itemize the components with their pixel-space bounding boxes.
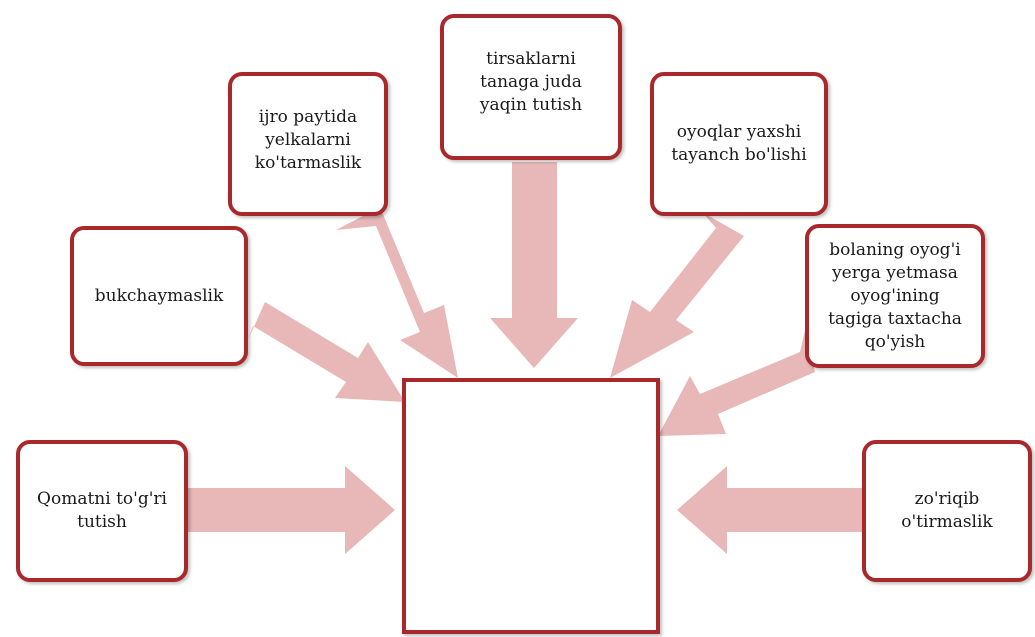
box-oyoq-text: oyoqlar yaxshi tayanch bo'lishi <box>671 122 807 165</box>
box-bukchay: bukchaymaslik <box>70 226 248 366</box>
box-bukchay-text: bukchaymaslik <box>94 285 224 306</box>
arrow-from-tirsak <box>490 162 578 368</box>
arrow-from-qomat <box>188 466 395 554</box>
arrow-from-yelka <box>336 207 458 378</box>
arrows <box>188 162 862 554</box>
arrow-from-oyoq <box>610 212 744 378</box>
box-taxta-text: bolaning oyog'i yerga yetmasa oyog'ining… <box>828 239 962 352</box>
box-qomat: Qomatni to'g'ri tutish <box>16 440 188 582</box>
arrow-from-taxta <box>658 330 815 436</box>
box-tirsak-text: tirsaklarni tanaga juda yaqin tutish <box>479 49 583 115</box>
box-zoriqib-text: zo'riqib o'tirmaslik <box>901 489 993 532</box>
arrow-from-zoriqib <box>677 466 862 554</box>
box-tirsak: tirsaklarni tanaga juda yaqin tutish <box>440 14 622 160</box>
box-taxta: bolaning oyog'i yerga yetmasa oyog'ining… <box>805 224 985 368</box>
box-oyoq: oyoqlar yaxshi tayanch bo'lishi <box>650 72 828 216</box>
box-qomat-text: Qomatni to'g'ri tutish <box>37 489 167 532</box>
arrow-from-bukchay <box>248 302 405 402</box>
center-image-frame <box>402 378 660 634</box>
box-yelka-text: ijro paytida yelkalarni ko'tarmaslik <box>254 107 362 173</box>
box-zoriqib: zo'riqib o'tirmaslik <box>862 440 1032 582</box>
box-yelka: ijro paytida yelkalarni ko'tarmaslik <box>228 72 388 216</box>
